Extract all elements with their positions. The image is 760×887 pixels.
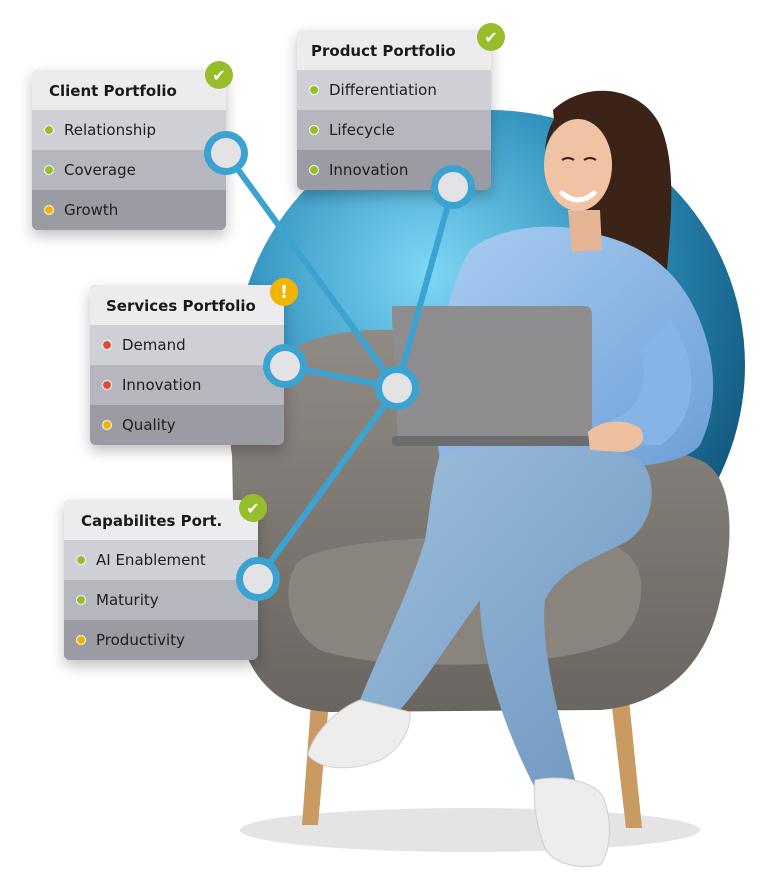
list-item: AI Enablement — [64, 540, 258, 580]
list-item: Productivity — [64, 620, 258, 660]
status-dot-yellow — [102, 420, 112, 430]
client-portfolio-card: Client Portfolio Relationship Coverage G… — [32, 70, 226, 230]
check-icon: ✔ — [205, 61, 233, 89]
check-icon: ✔ — [477, 23, 505, 51]
jeans — [360, 446, 652, 788]
sweater-arm — [610, 320, 692, 445]
list-item: Lifecycle — [297, 110, 491, 150]
list-item: Innovation — [90, 365, 284, 405]
status-dot-green — [309, 125, 319, 135]
status-dot-yellow — [44, 205, 54, 215]
connector-node-product — [431, 165, 475, 209]
status-dot-green — [309, 165, 319, 175]
status-dot-red — [102, 380, 112, 390]
sneaker-left — [307, 699, 411, 769]
status-dot-yellow — [76, 635, 86, 645]
sneaker-right — [533, 777, 610, 867]
list-item: Maturity — [64, 580, 258, 620]
status-dot-red — [102, 340, 112, 350]
laptop-lid — [392, 306, 592, 445]
hand — [588, 421, 644, 452]
status-dot-green — [76, 595, 86, 605]
connector-node-capabilities — [236, 557, 280, 601]
hair-front — [545, 97, 637, 175]
status-dot-green — [44, 125, 54, 135]
smile — [559, 190, 597, 203]
list-item: Coverage — [32, 150, 226, 190]
connector-node-services — [263, 344, 307, 388]
list-item: Differentiation — [297, 70, 491, 110]
list-item: Quality — [90, 405, 284, 445]
card-title: Client Portfolio — [32, 70, 226, 110]
laptop-base — [392, 436, 592, 446]
connector-node-client — [204, 131, 248, 175]
list-item: Growth — [32, 190, 226, 230]
neck — [568, 210, 602, 252]
services-portfolio-card: Services Portfolio Demand Innovation Qua… — [90, 285, 284, 445]
card-title: Product Portfolio — [297, 30, 491, 70]
status-dot-green — [309, 85, 319, 95]
chair-leg-right — [610, 690, 642, 828]
product-portfolio-card: Product Portfolio Differentiation Lifecy… — [297, 30, 491, 190]
status-dot-green — [44, 165, 54, 175]
status-dot-green — [76, 555, 86, 565]
list-item: Relationship — [32, 110, 226, 150]
list-item: Demand — [90, 325, 284, 365]
capabilities-portfolio-card: Capabilites Port. AI Enablement Maturity… — [64, 500, 258, 660]
connector-node-hub — [375, 366, 419, 410]
card-title: Capabilites Port. — [64, 500, 258, 540]
face — [544, 119, 612, 211]
warning-icon: ! — [270, 278, 298, 306]
check-icon: ✔ — [239, 494, 267, 522]
card-title: Services Portfolio — [90, 285, 284, 325]
